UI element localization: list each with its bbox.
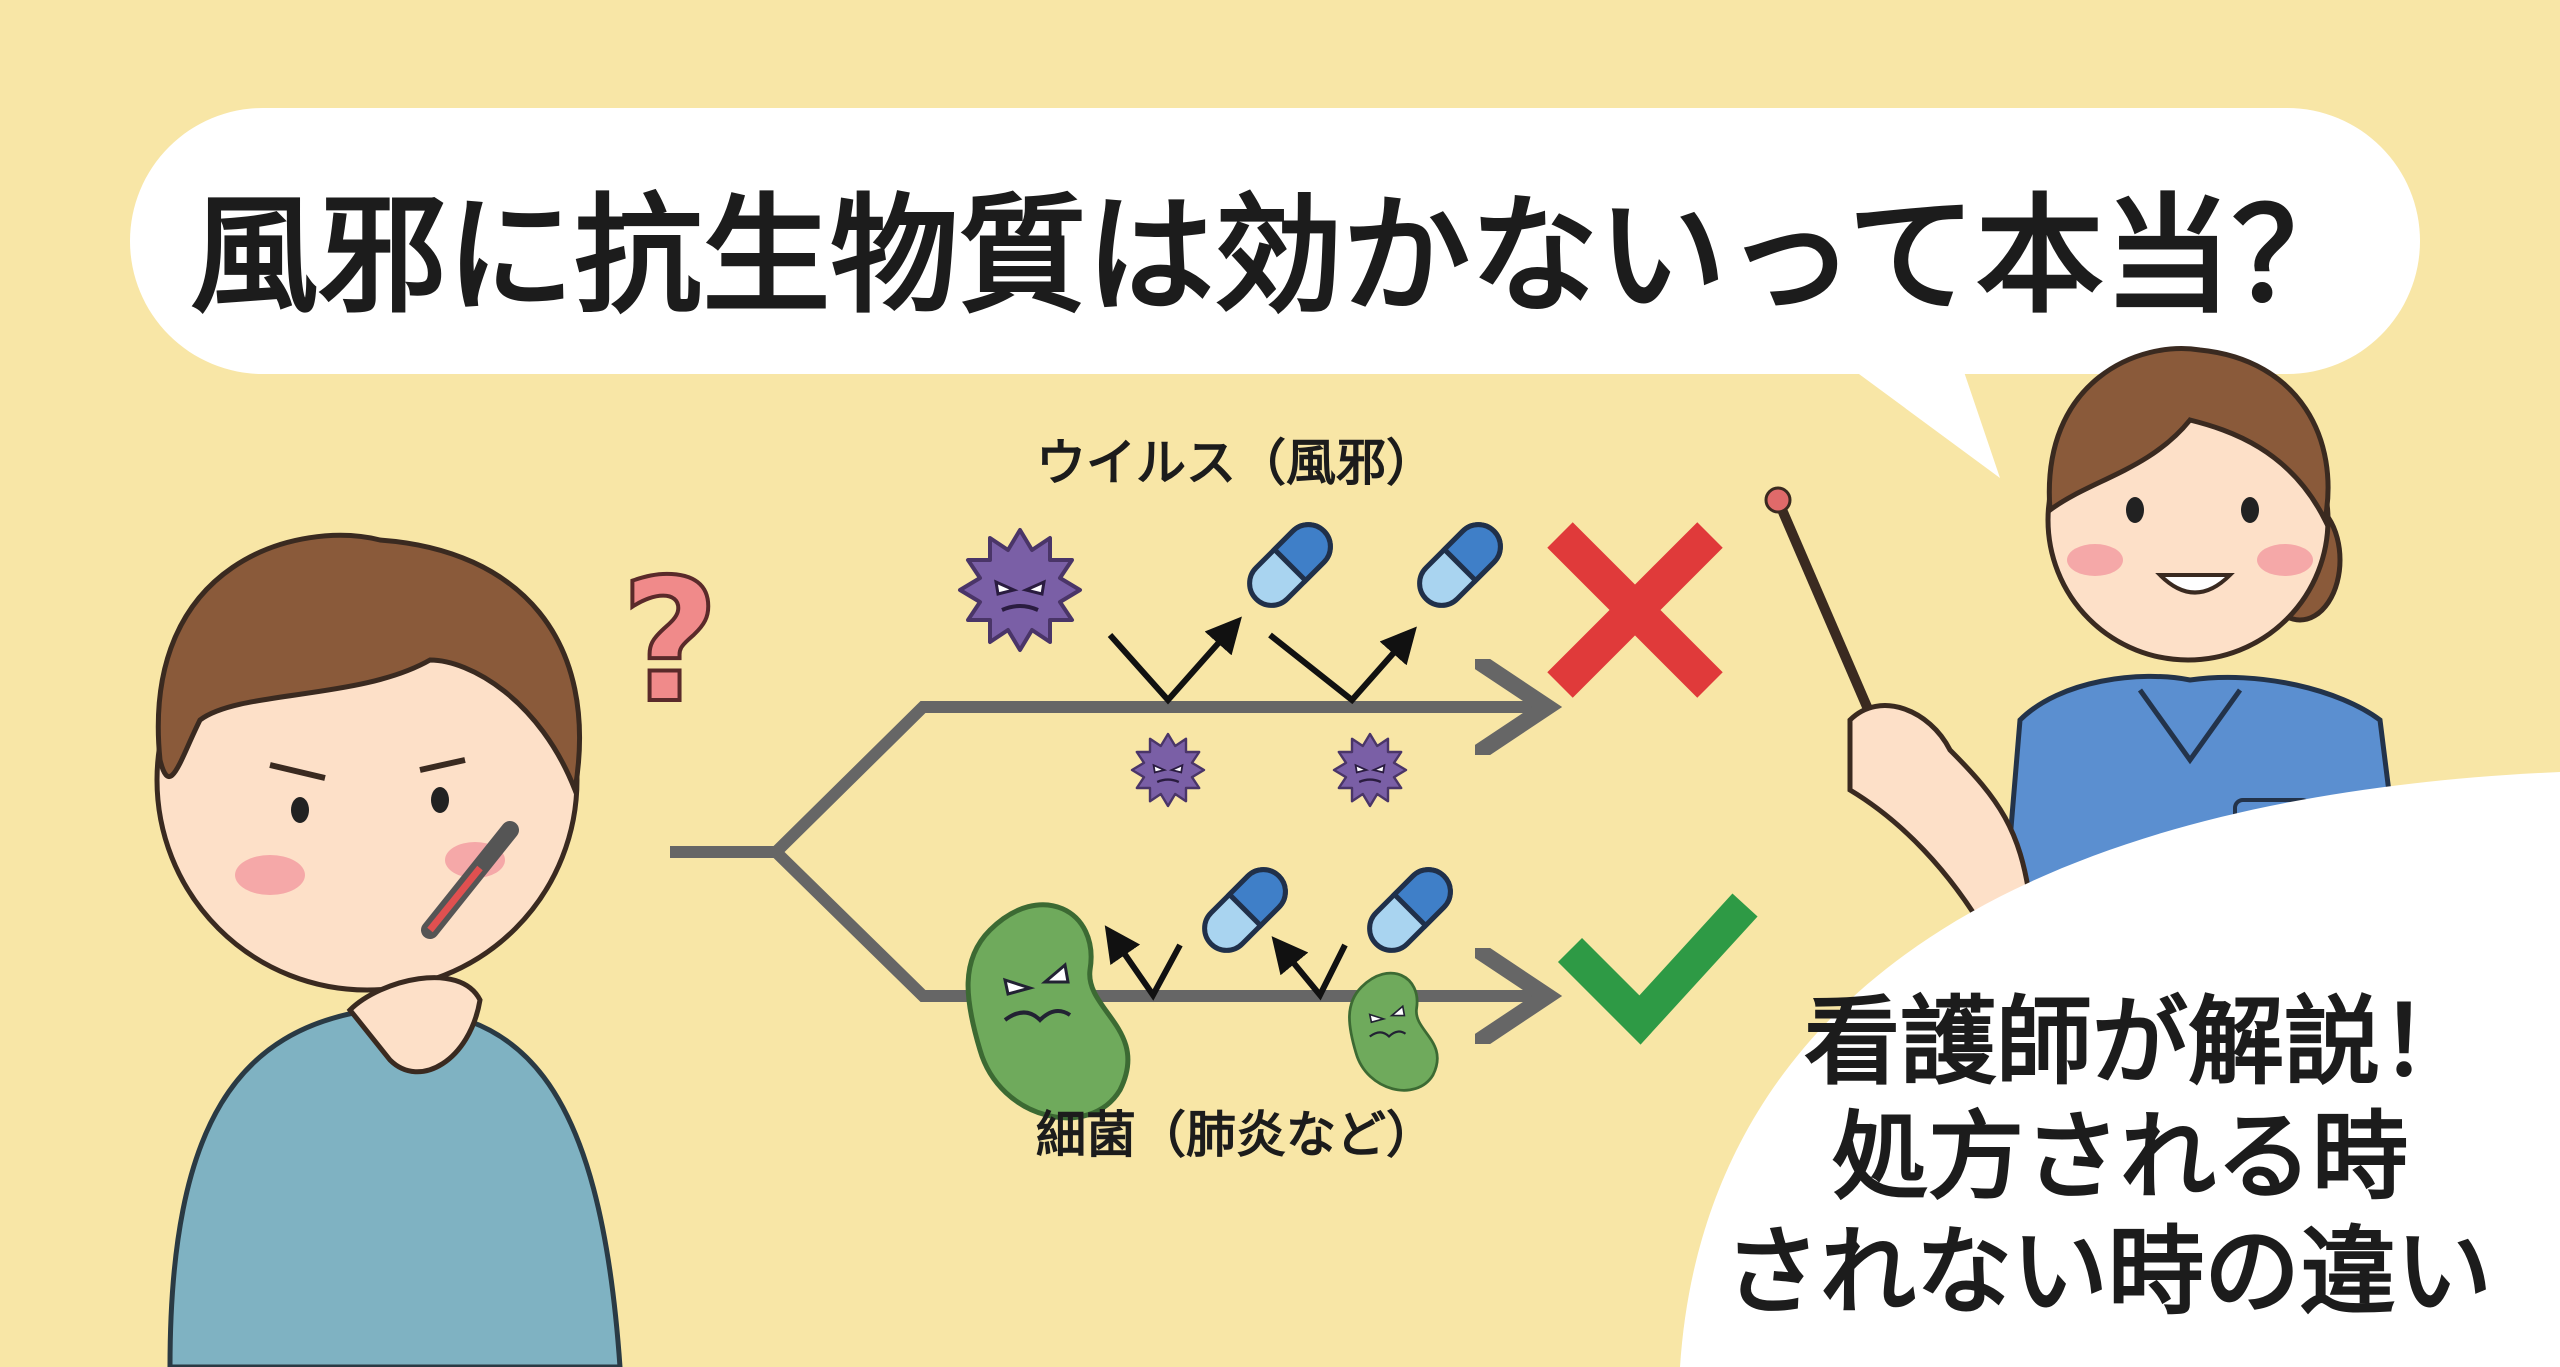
check-icon <box>1557 893 1758 1045</box>
hand <box>346 975 483 1075</box>
bacteria-label: 細菌（肺炎など） <box>1036 1106 1436 1164</box>
cross-icon <box>1547 522 1723 698</box>
explanation-line-3: されない時の違い <box>1724 1216 2492 1328</box>
arm <box>1847 703 2033 945</box>
question-mark-icon: ? <box>621 543 720 741</box>
antibiotic-diagram: ウイルス（風邪） 細菌（肺炎など） <box>670 434 1758 1164</box>
explanation-line-2: 処方される時 <box>1832 1101 2408 1213</box>
virus-path-arrow <box>670 707 1535 858</box>
confused-boy-illustration: ? <box>154 532 721 1367</box>
title-speech-bubble: 風邪に抗生物質は効かないって本当？ <box>130 108 2420 478</box>
page-title: 風邪に抗生物質は効かないって本当？ <box>190 182 2360 331</box>
explanation-line-1: 看護師が解説！ <box>1804 986 2476 1098</box>
explanation-bubble: 看護師が解説！ 処方される時 されない時の違い <box>1680 772 2560 1367</box>
bacteria-path-arrow <box>771 847 1535 996</box>
virus-label: ウイルス（風邪） <box>1036 434 1436 492</box>
